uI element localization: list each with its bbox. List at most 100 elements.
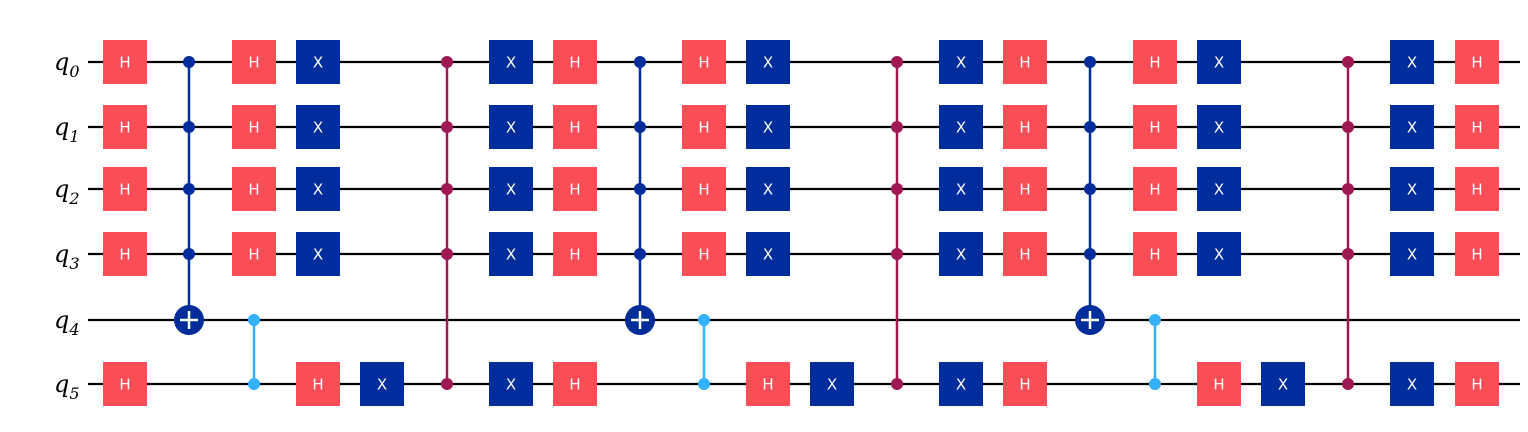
x-gate-box: [296, 105, 340, 149]
x-gate-label: X: [763, 246, 773, 264]
cz-control-dot-2-q4: [248, 314, 260, 326]
mcx-target-15: [1075, 305, 1105, 335]
h-gate-box: [1003, 105, 1047, 149]
x-gate-box: [1197, 40, 1241, 84]
mcx-control-dot-15-q2: [1084, 183, 1096, 195]
x-gate-c3-q2: X: [296, 167, 340, 211]
h-gate-box: [103, 105, 147, 149]
x-gate-label: X: [1214, 246, 1224, 264]
h-gate-c7-q5: H: [553, 362, 597, 406]
h-gate-box: [682, 167, 726, 211]
h-gate-box: [1003, 167, 1047, 211]
h-gate-c0-q3: H: [103, 232, 147, 276]
h-gate-box: [553, 232, 597, 276]
x-gate-c20-q3: X: [1390, 232, 1434, 276]
h-gate-c21-q5: H: [1455, 362, 1499, 406]
cz-control-dot-16-q4: [1149, 314, 1161, 326]
h-gate-c9-q3: H: [682, 232, 726, 276]
x-gate-label: X: [313, 119, 323, 137]
h-gate-label: H: [698, 246, 709, 264]
x-gate-c13-q0: X: [939, 40, 983, 84]
x-gate-box: [489, 167, 533, 211]
h-gate-label: H: [1471, 246, 1482, 264]
x-gate-c3-q1: X: [296, 105, 340, 149]
h-gate-box: [682, 232, 726, 276]
cz-control-dot-5-q1: [441, 121, 453, 133]
h-gate-box: [682, 40, 726, 84]
h-gate-c0-q5: H: [103, 362, 147, 406]
qubit-label-2: q2: [54, 175, 80, 208]
h-gate-label: H: [569, 181, 580, 199]
x-gate-c10-q3: X: [746, 232, 790, 276]
x-gate-c13-q5: X: [939, 362, 983, 406]
x-gate-box: [296, 167, 340, 211]
h-gate-box: [1133, 167, 1177, 211]
x-gate-label: X: [763, 119, 773, 137]
h-gate-c2-q1: H: [232, 105, 276, 149]
x-gate-box: [746, 167, 790, 211]
h-gate-c2-q3: H: [232, 232, 276, 276]
h-gate-c21-q1: H: [1455, 105, 1499, 149]
x-gate-c13-q2: X: [939, 167, 983, 211]
x-gate-label: X: [956, 181, 966, 199]
x-gate-label: X: [1407, 119, 1417, 137]
mcx-control-dot-15-q3: [1084, 248, 1096, 260]
x-gate-box: [1390, 232, 1434, 276]
x-gate-box: [1197, 105, 1241, 149]
h-gate-label: H: [119, 376, 130, 394]
h-gate-box: [553, 40, 597, 84]
x-gate-c18-q5: X: [1261, 362, 1305, 406]
h-gate-box: [232, 40, 276, 84]
cz-control-dot-2-q5: [248, 378, 260, 390]
x-gate-label: X: [1214, 119, 1224, 137]
h-gate-box: [1133, 105, 1177, 149]
h-gate-c0-q0: H: [103, 40, 147, 84]
h-gate-box: [232, 105, 276, 149]
mcx-control-dot-8-q1: [634, 121, 646, 133]
h-gate-label: H: [698, 181, 709, 199]
h-gate-box: [682, 105, 726, 149]
cz-control-dot-12-q5: [891, 378, 903, 390]
x-gate-label: X: [827, 376, 837, 394]
x-gate-label: X: [313, 181, 323, 199]
h-gate-label: H: [119, 246, 130, 264]
h-gate-box: [103, 40, 147, 84]
h-gate-label: H: [1019, 181, 1030, 199]
x-gate-label: X: [1214, 181, 1224, 199]
cz-control-dot-5-q3: [441, 248, 453, 260]
mcx-control-dot-1-q3: [183, 248, 195, 260]
h-gate-box: [1455, 40, 1499, 84]
qubit-label-3: q3: [54, 240, 80, 273]
x-gate-box: [746, 40, 790, 84]
mcx-control-dot-1-q0: [183, 56, 195, 68]
h-gate-label: H: [248, 181, 259, 199]
h-gate-box: [296, 362, 340, 406]
h-gate-box: [103, 232, 147, 276]
mcx-control-dot-15-q1: [1084, 121, 1096, 133]
h-gate-c9-q0: H: [682, 40, 726, 84]
qubit-label-1: q1: [54, 113, 80, 146]
h-gate-label: H: [569, 376, 580, 394]
x-gate-box: [1390, 40, 1434, 84]
h-gate-c7-q2: H: [553, 167, 597, 211]
h-gate-box: [553, 362, 597, 406]
h-gate-c0-q2: H: [103, 167, 147, 211]
h-gate-box: [232, 232, 276, 276]
x-gate-label: X: [956, 54, 966, 72]
h-gate-label: H: [1471, 119, 1482, 137]
x-gate-label: X: [1407, 246, 1417, 264]
mcx-control-dot-8-q0: [634, 56, 646, 68]
h-gate-label: H: [119, 119, 130, 137]
h-gate-label: H: [1213, 376, 1224, 394]
h-gate-box: [1455, 167, 1499, 211]
x-gate-label: X: [1407, 181, 1417, 199]
x-gate-box: [1390, 362, 1434, 406]
x-gate-c10-q1: X: [746, 105, 790, 149]
h-gate-c7-q3: H: [553, 232, 597, 276]
cz-control-dot-12-q2: [891, 183, 903, 195]
x-gate-box: [746, 105, 790, 149]
x-gate-c3-q0: X: [296, 40, 340, 84]
x-gate-box: [1197, 167, 1241, 211]
h-gate-c21-q0: H: [1455, 40, 1499, 84]
